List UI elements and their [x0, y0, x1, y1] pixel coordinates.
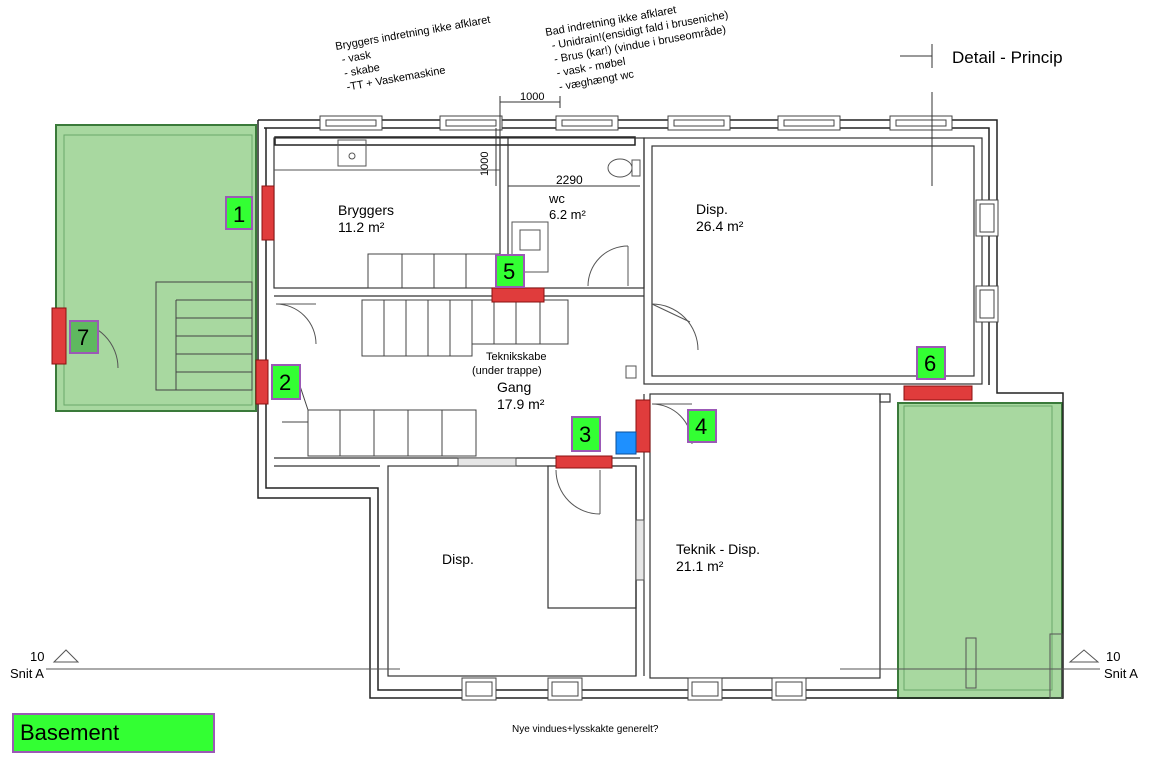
- section-right-number: 10: [1106, 649, 1120, 664]
- marker-2-label: 2: [279, 370, 291, 395]
- section-lines: [46, 649, 1100, 670]
- marker-3-label: 3: [579, 422, 591, 447]
- dimension-wc-text: 2290: [556, 173, 583, 187]
- note-bad: Bad indretning ikke afklaret - Unidrain!…: [544, 4, 729, 93]
- room-disp-north-area: 26.4 m²: [696, 218, 744, 234]
- sink-icon: [337, 139, 367, 167]
- opening-5: [491, 287, 545, 303]
- room-gang-name: Gang: [497, 379, 531, 395]
- opening-3: [555, 455, 613, 469]
- room-disp-south-name: Disp.: [442, 551, 474, 567]
- svg-text:Bryggers indretning ikke afkla: Bryggers indretning ikke afklaret: [334, 14, 491, 53]
- marker-1-label: 1: [233, 202, 245, 227]
- opening-6: [903, 385, 973, 401]
- basement-area-east: [897, 402, 1063, 699]
- teknikskabe-label: Teknikskabe: [486, 351, 547, 363]
- room-wc-area: 6.2 m²: [549, 207, 587, 222]
- door-swings: [71, 245, 699, 515]
- marker-6-label: 6: [924, 351, 936, 376]
- windows: [319, 115, 999, 701]
- svg-text:- vask: - vask: [341, 49, 372, 66]
- detail-title: Detail - Princip: [952, 48, 1063, 67]
- section-right-label: Snit A: [1104, 666, 1138, 681]
- room-wc-name: wc: [548, 191, 565, 206]
- stairs: [155, 253, 569, 457]
- note-bryggers: Bryggers indretning ikke afklaret - vask…: [334, 14, 491, 94]
- room-bryggers-area: 11.2 m²: [338, 219, 385, 235]
- room-teknik-disp-area: 21.1 m²: [676, 558, 724, 574]
- room-bryggers-name: Bryggers: [338, 202, 394, 218]
- marker-badges: [69, 196, 946, 452]
- basement-legend: Basement: [12, 713, 215, 753]
- section-left-label: Snit A: [10, 666, 44, 681]
- room-disp-north-name: Disp.: [696, 201, 728, 217]
- marker-7-label: 7: [77, 325, 89, 350]
- openings: [51, 185, 973, 469]
- opening-1: [261, 185, 275, 241]
- technical-cabinet-icon: [615, 431, 637, 455]
- basement-legend-label: Basement: [20, 720, 120, 745]
- teknikskabe-sublabel: (under trappe): [472, 365, 542, 377]
- room-gang-area: 17.9 m²: [497, 396, 545, 412]
- bottom-note: Nye vindues+lysskakte generelt?: [512, 724, 659, 735]
- marker-4-label: 4: [695, 414, 707, 439]
- dimension-lines: [495, 44, 933, 187]
- section-left-number: 10: [30, 649, 44, 664]
- opening-2: [255, 359, 269, 405]
- opening-4: [635, 399, 651, 453]
- toilet-icon: [607, 158, 633, 178]
- marker-5-label: 5: [503, 259, 515, 284]
- dimension-side-text: 1000: [479, 152, 491, 176]
- opening-7: [51, 307, 67, 365]
- dimension-top-text: 1000: [520, 91, 544, 103]
- room-teknik-disp-name: Teknik - Disp.: [676, 541, 760, 557]
